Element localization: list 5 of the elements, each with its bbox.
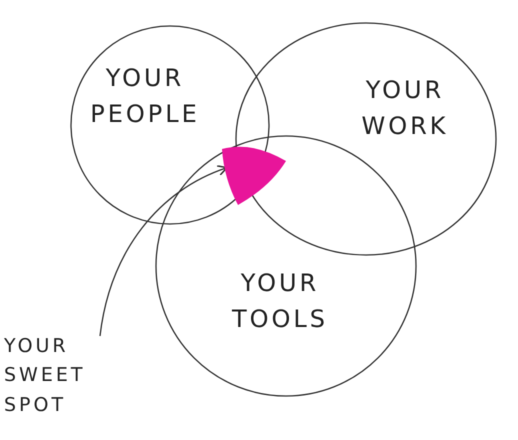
circle-label: YOUR PEOPLE (89, 63, 201, 130)
callout-text: YOUR SWEET SPOT (4, 334, 86, 418)
leader-arrow (99, 166, 228, 336)
circle-label: YOUR TOOLS (230, 268, 330, 335)
circle-label: YOUR WORK (360, 75, 450, 142)
